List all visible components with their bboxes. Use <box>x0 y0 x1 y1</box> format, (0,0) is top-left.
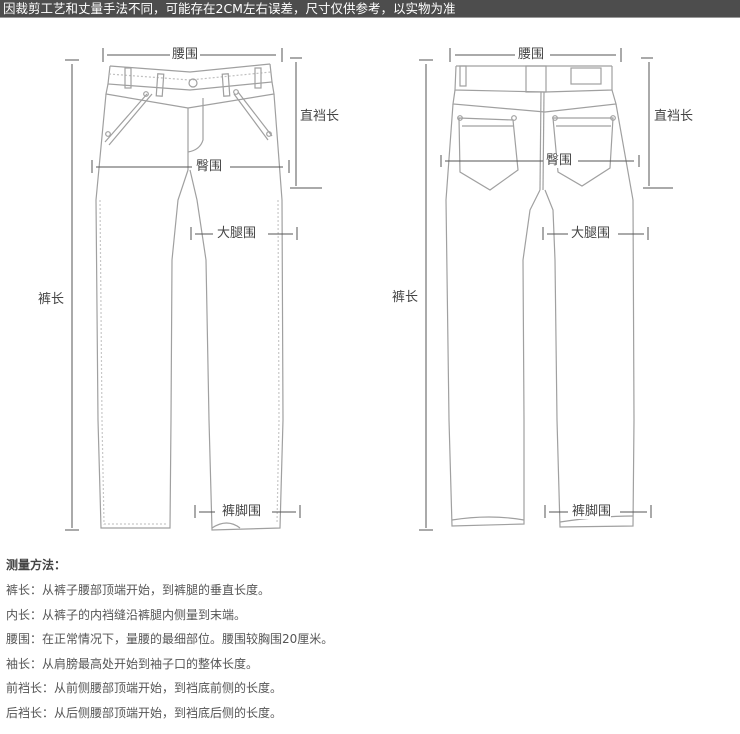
back-hip-label: 臀围 <box>546 153 573 168</box>
method-item: 后裆长：从后侧腰部顶端开始，到裆底后侧的长度。 <box>6 705 283 720</box>
pants-illustration <box>65 48 673 531</box>
front-waist-label: 腰围 <box>172 47 199 62</box>
front-pants-outline <box>95 63 284 531</box>
back-length-label: 裤长 <box>392 290 419 305</box>
back-thigh-label: 大腿围 <box>571 226 611 241</box>
back-pants-outline <box>445 65 635 528</box>
back-leg-opening-label: 裤脚围 <box>572 504 612 519</box>
front-hip-label: 臀围 <box>196 159 223 174</box>
size-diagram: 腰围 直裆长 臀围 大腿围 裤长 裤脚围 腰围 直裆长 臀围 大腿围 裤长 裤脚… <box>0 18 740 548</box>
front-length-label: 裤长 <box>38 292 65 307</box>
front-leg-opening-label: 裤脚围 <box>222 504 262 519</box>
method-item: 前裆长：从前侧腰部顶端开始，到裆底前侧的长度。 <box>6 681 283 695</box>
front-thigh-label: 大腿围 <box>217 226 257 241</box>
notice-text: 因裁剪工艺和丈量手法不同，可能存在2CM左右误差，尺寸仅供参考，以实物为准 <box>3 1 456 16</box>
method-item: 裤长：从裤子腰部顶端开始，到裤腿的垂直长度。 <box>6 583 271 597</box>
back-waist-label: 腰围 <box>518 47 545 62</box>
method-item: 内长：从裤子的内裆缝沿裤腿内侧量到末端。 <box>6 607 247 622</box>
methods-title: 测量方法： <box>6 558 67 572</box>
notice-bar: 因裁剪工艺和丈量手法不同，可能存在2CM左右误差，尺寸仅供参考，以实物为准 <box>0 0 740 18</box>
front-rise-label: 直裆长 <box>300 109 340 124</box>
measurement-lines <box>65 48 673 531</box>
method-item: 腰围：在正常情况下，量腰的最细部位。腰围较胸围20厘米。 <box>6 632 334 646</box>
measurement-methods: 测量方法： 裤长：从裤子腰部顶端开始，到裤腿的垂直长度。 内长：从裤子的内裆缝沿… <box>6 556 726 725</box>
method-item: 袖长：从肩膀最高处开始到袖子口的整体长度。 <box>6 656 259 671</box>
back-rise-label: 直裆长 <box>654 109 694 124</box>
